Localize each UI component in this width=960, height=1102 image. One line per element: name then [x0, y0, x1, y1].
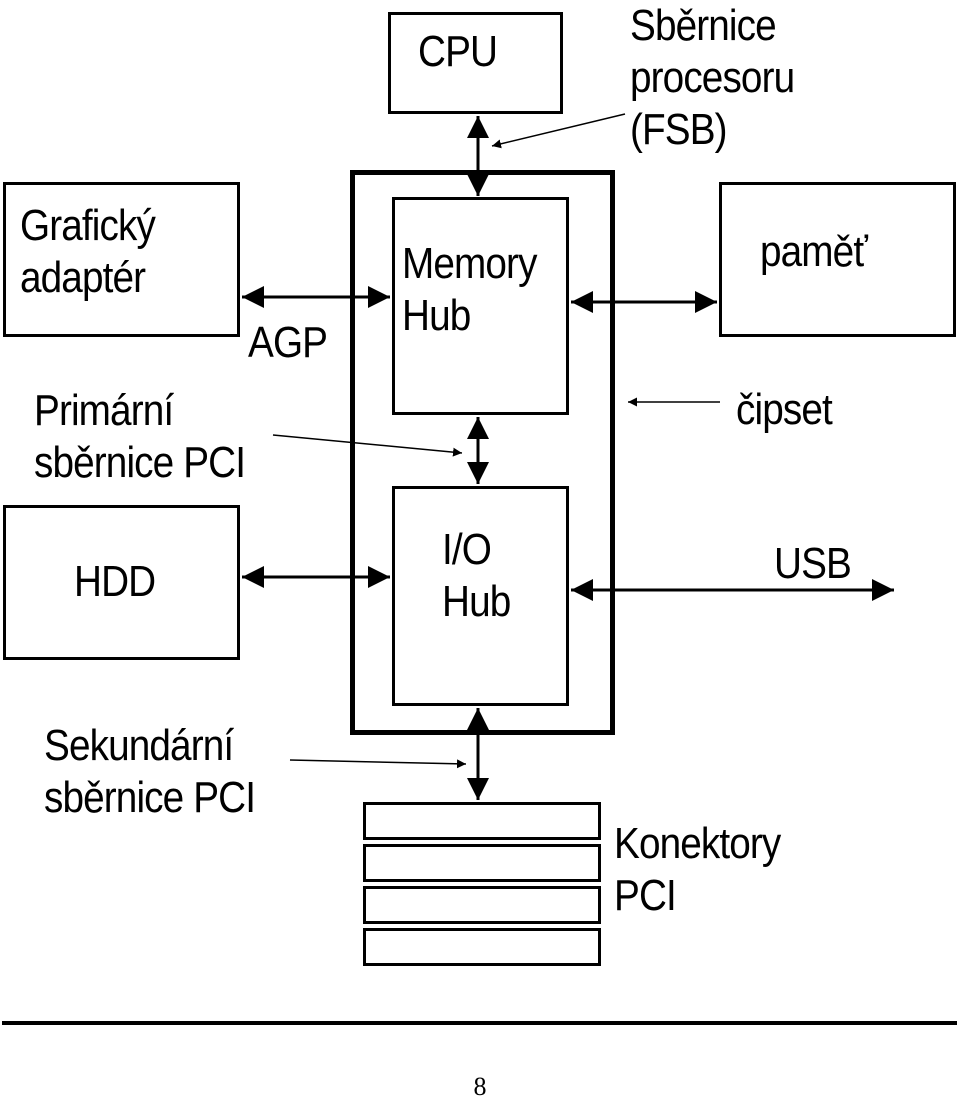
primary-pci-label: Primární sběrnice PCI [34, 385, 246, 489]
io-hub-label: I/O Hub [442, 524, 511, 628]
memory-box [719, 182, 956, 337]
pci-slot [363, 886, 601, 924]
pci-slot [363, 844, 601, 882]
fsb-label: Sběrnice procesoru (FSB) [630, 0, 795, 156]
fsb-pointer [491, 113, 626, 149]
page-number: 8 [473, 1072, 487, 1101]
memory-label: paměť [760, 227, 868, 276]
memory-hub-label: Memory Hub [402, 238, 537, 342]
secondary-pci-label-line: sběrnice PCI [44, 773, 256, 822]
pci-connectors-label-line: PCI [614, 871, 677, 920]
cpu-box [388, 12, 563, 114]
usb-label: USB [774, 539, 852, 588]
graphics-label-line: Grafický [20, 201, 156, 250]
memory-hub-label-line: Memory [402, 239, 537, 288]
io-hub-box [392, 486, 569, 706]
secondary-pci-label: Sekundární sběrnice PCI [44, 720, 256, 824]
secondary-pci-pointer [289, 759, 467, 769]
graphics-adapter-box [3, 182, 240, 337]
memory-hub-label-line: Hub [402, 291, 471, 340]
graphics-label-line: adaptér [20, 253, 146, 302]
primary-pci-label-line: Primární [34, 386, 174, 435]
secondary-pci-label-line: Sekundární [44, 721, 234, 770]
pci-connectors-label-line: Konektory [614, 819, 781, 868]
hdd-label: HDD [74, 557, 156, 606]
footer-rule [2, 1021, 957, 1025]
fsb-label-line: (FSB) [630, 105, 728, 154]
graphics-adapter-label: Grafický adaptér [20, 200, 156, 304]
fsb-label-line: Sběrnice [630, 1, 777, 50]
primary-pci-pointer [272, 434, 463, 457]
pci-slot [363, 802, 601, 840]
io-hub-label-line: Hub [442, 577, 511, 626]
cpu-label: CPU [418, 27, 498, 76]
hdd-box [3, 505, 240, 660]
io-hub-label-line: I/O [442, 525, 492, 574]
fsb-label-line: procesoru [630, 53, 795, 102]
pci-slot [363, 928, 601, 966]
primary-pci-label-line: sběrnice PCI [34, 438, 246, 487]
chipset-label: čipset [736, 385, 833, 434]
agp-label: AGP [248, 318, 328, 367]
memory-hub-box [392, 197, 569, 415]
pci-connectors-label: Konektory PCI [614, 818, 781, 922]
